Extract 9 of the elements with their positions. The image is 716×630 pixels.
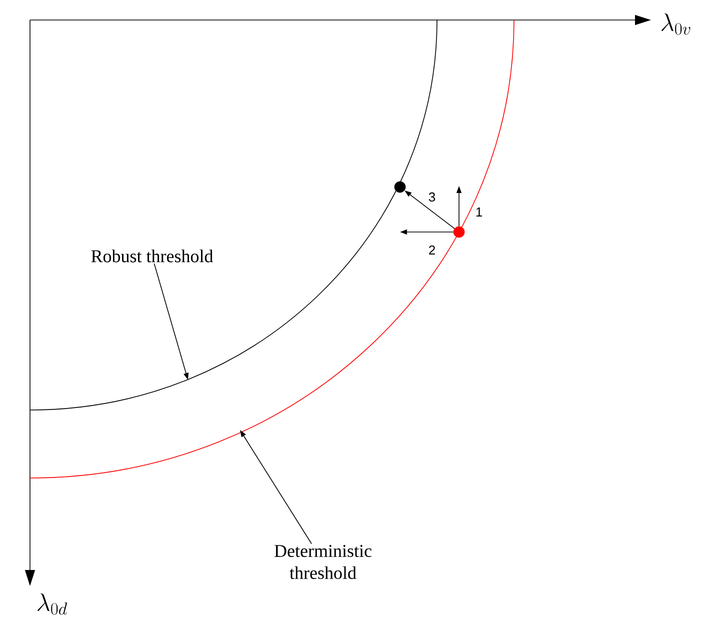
axis-label: $\lambda_{0d}$ <box>38 594 68 615</box>
annotation-text: Deterministic threshold <box>274 544 372 580</box>
edge-label: 1 <box>474 206 484 218</box>
point-marker <box>394 181 406 193</box>
point-marker <box>453 226 465 238</box>
edge-label: 3 <box>427 191 437 203</box>
axis-label: $\lambda_{0v}$ <box>662 14 690 35</box>
edge-label: 2 <box>427 244 437 256</box>
annotation-text: Robust threshold <box>91 250 214 262</box>
